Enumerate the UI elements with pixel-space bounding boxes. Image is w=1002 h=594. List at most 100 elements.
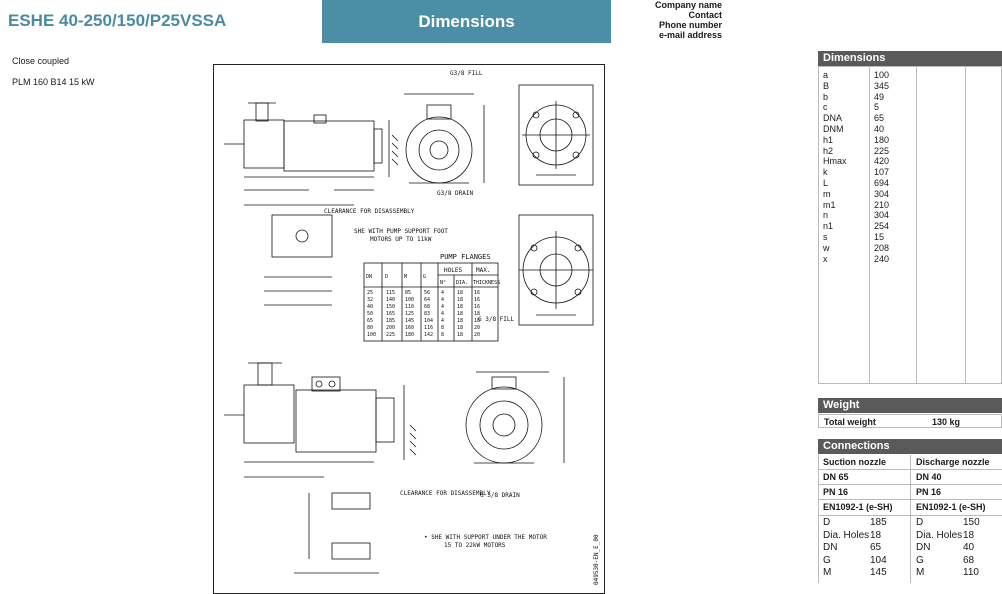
discharge-title: Discharge nozzle — [916, 457, 990, 467]
dimension-key: m1 — [823, 199, 836, 210]
drain-label-top: G3/8 DRAIN — [437, 190, 474, 197]
discharge-param-value: 110 — [963, 567, 979, 579]
dimension-value: 240 — [874, 253, 890, 264]
flange-cell: 185 — [386, 318, 395, 324]
flange-cell: 116 — [424, 325, 433, 331]
flange-cell: 68 — [424, 304, 430, 310]
flange-cell: 160 — [405, 325, 414, 331]
dimension-drawing: G3/8 FILL G3/8 DRAIN CLEARANCE FOR DISAS… — [213, 64, 605, 594]
dimensions-heading: Dimensions — [818, 51, 1002, 66]
flange-cell: 50 — [367, 311, 373, 317]
motor-bottom — [295, 389, 377, 453]
suction-param-label: M — [823, 567, 832, 579]
dimension-value: 49 — [874, 91, 885, 102]
flange-view-top — [518, 84, 594, 186]
discharge-param-label: M — [916, 567, 925, 579]
dimension-key: DNM — [823, 124, 844, 134]
flange-cell: 40 — [367, 304, 373, 310]
dimension-value: 15 — [874, 232, 885, 242]
she-note-top: SHE WITH PUMP SUPPORT FOOT — [354, 228, 448, 235]
discharge-param-value: 40 — [963, 542, 975, 554]
flange-cell: 18 — [457, 304, 463, 310]
discharge-dn: DN 40 — [916, 472, 942, 482]
suction-param-label: Dia. Holes — [823, 529, 870, 541]
dimensions-heading-bar: Dimensions — [818, 51, 1002, 66]
flange-cell: 4 — [441, 304, 444, 310]
flange-cell: 115 — [386, 290, 395, 296]
flange-cell: 83 — [424, 311, 430, 317]
dimension-value: 40 — [874, 124, 885, 134]
flange-cell: 145 — [405, 318, 414, 324]
company-name: Company name — [654, 0, 722, 10]
discharge-param-value: 68 — [963, 554, 975, 566]
flange-cell: 20 — [474, 332, 480, 338]
suction-param-value: 18 — [870, 529, 882, 541]
dimension-key: n — [823, 210, 829, 221]
flange-cell: 165 — [386, 311, 395, 317]
flange-cell: 4 — [441, 297, 444, 303]
product-title: ESHE 40-250/150/P25VSSA — [8, 11, 227, 30]
clearance-label-bottom: CLEARANCE FOR DISASSEMBLY — [400, 490, 491, 497]
motor-spec: PLM 160 B14 15 kW — [12, 77, 95, 87]
fill-label-top: G3/8 FILL — [450, 70, 483, 77]
flange-cell: 4 — [441, 311, 444, 317]
clearance-label-top: CLEARANCE FOR DISASSEMBLY — [324, 208, 415, 215]
flange-cell: 142 — [424, 332, 433, 338]
flange-cell: 20 — [474, 325, 480, 331]
dimension-key: L — [823, 178, 829, 188]
discharge-param-value: 150 — [963, 517, 980, 528]
flange-cell: 110 — [405, 304, 414, 310]
drain-label-bottom: G 3/8 DRAIN — [480, 492, 520, 499]
header-bar: ESHE 40-250/150/P25VSSA Dimensions Compa… — [0, 0, 1002, 43]
flange-cell: 18 — [474, 318, 480, 324]
weight-heading-bar: Weight — [818, 398, 1002, 413]
flanges-title: PUMP FLANGES — [440, 253, 491, 261]
discharge-pn: PN 16 — [916, 487, 942, 497]
flange-table — [363, 262, 499, 342]
dimension-value: 304 — [874, 188, 890, 199]
flange-cell: 18 — [457, 332, 463, 338]
dimension-value: 180 — [874, 134, 890, 145]
flange-cell: 18 — [457, 325, 463, 331]
company-email: e-mail address — [658, 30, 722, 40]
suction-pn: PN 16 — [823, 487, 849, 497]
max-header: MAX. — [476, 267, 490, 274]
company-contact: Contact — [688, 10, 723, 20]
discharge-param-label: Dia. Holes — [916, 529, 963, 541]
flange-cell: 16 — [474, 290, 480, 296]
she-note-bottom: • SHE WITH SUPPORT UNDER THE MOTOR — [424, 534, 547, 541]
flange-header-cell: THICKNESS — [473, 280, 500, 286]
dimension-value: 694 — [874, 178, 890, 188]
drawing-svg: G3/8 FILL G3/8 DRAIN CLEARANCE FOR DISAS… — [224, 70, 600, 585]
tab-dimensions[interactable]: Dimensions — [322, 0, 611, 43]
she-note-bottom-2: 15 TO 22kW MOTORS — [444, 542, 506, 549]
flange-cell: 150 — [386, 304, 395, 310]
flange-cell: 18 — [457, 311, 463, 317]
dimension-key: B — [823, 80, 830, 91]
dimension-value: 5 — [874, 102, 880, 113]
dimension-key: a — [823, 70, 829, 80]
flange-header-cell: M — [404, 274, 407, 280]
flange-header-cell: DN — [366, 274, 372, 280]
flange-cell: 80 — [367, 325, 373, 331]
flange-cell: 200 — [386, 325, 395, 331]
connections-heading-bar: Connections — [818, 439, 1002, 454]
dimension-key: DNA — [823, 113, 843, 124]
dimension-value: 225 — [874, 145, 890, 156]
dimension-value: 65 — [874, 113, 885, 124]
flange-cell: 180 — [405, 332, 414, 338]
flange-cell: 4 — [441, 290, 444, 296]
dimension-key: h2 — [823, 145, 834, 156]
flange-cell: 100 — [367, 332, 376, 338]
dimension-key: b — [823, 91, 829, 102]
flange-cell: 125 — [405, 311, 414, 317]
connections-table: Suction nozzle Discharge nozzle DN 65 DN… — [818, 455, 1002, 583]
flange-header-cell: DIA. — [456, 280, 468, 286]
suction-param-value: 65 — [870, 542, 882, 554]
suction-title: Suction nozzle — [823, 457, 886, 467]
flange-cell: 25 — [367, 290, 373, 296]
discharge-standard: EN1092-1 (e-SH) — [916, 502, 986, 512]
weight-heading: Weight — [818, 398, 1002, 413]
dimension-value: 304 — [874, 210, 890, 221]
